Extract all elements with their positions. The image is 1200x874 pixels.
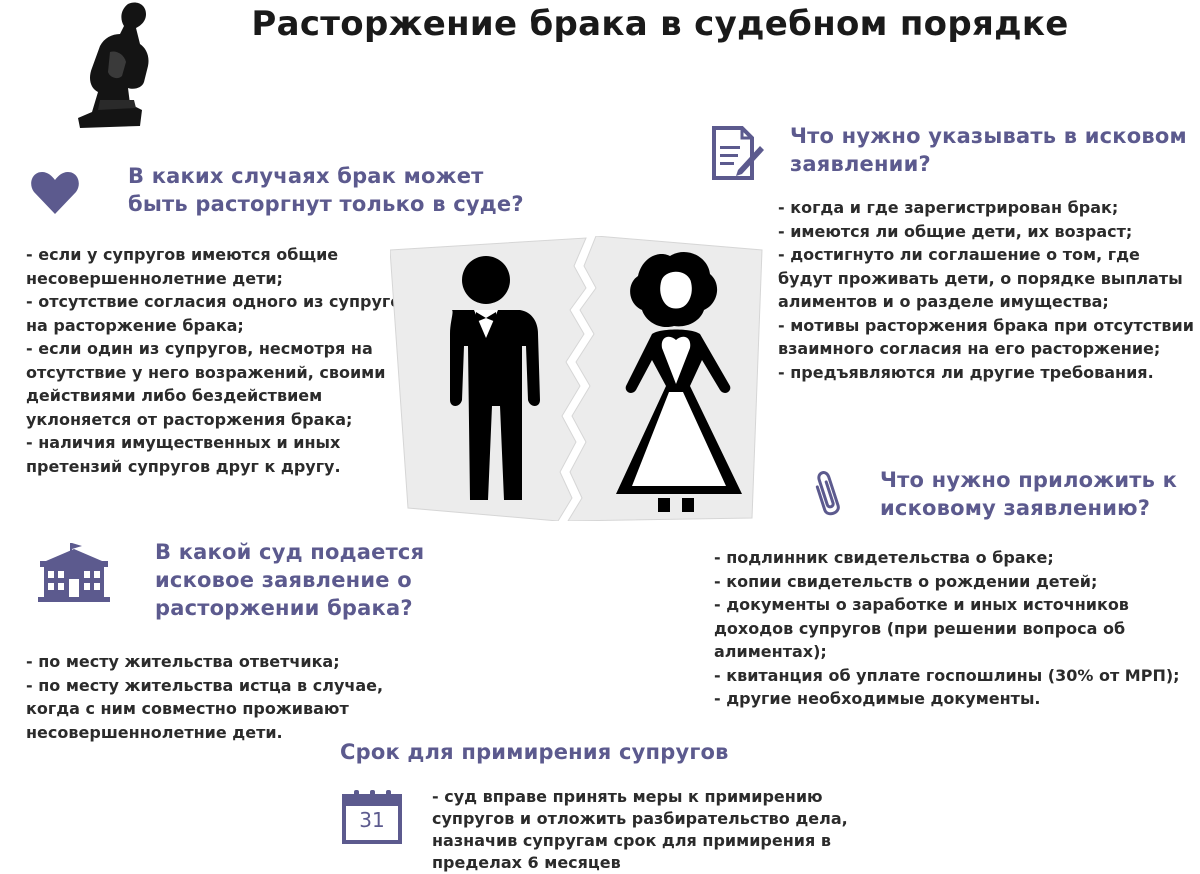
- page-title: Расторжение брака в судебном порядке: [251, 4, 1069, 44]
- cases-heading: В каких случаях брак может быть расторгн…: [128, 164, 524, 216]
- document-pen-icon: [712, 126, 764, 180]
- claim-text: - когда и где зарегистрирован брак; - им…: [778, 198, 1194, 382]
- thinker-statue-icon: [78, 2, 149, 129]
- heart-icon: [31, 172, 79, 214]
- broken-photo-bride-groom: [390, 236, 763, 521]
- reconcile-heading: Срок для примирения супругов: [340, 740, 729, 764]
- court-text: - по месту жительства ответчика; - по ме…: [26, 652, 384, 742]
- paperclip-icon: [815, 471, 840, 516]
- court-heading: В какой суд подается исковое заявление о…: [155, 540, 425, 620]
- cases-text: - если у супругов имеются общие несоверш…: [26, 245, 412, 476]
- calendar-day-number: 31: [359, 808, 385, 832]
- claim-heading: Что нужно указывать в исковом заявлении?: [790, 124, 1187, 176]
- courthouse-icon: [38, 543, 110, 602]
- attach-heading: Что нужно приложить к исковому заявлению…: [880, 468, 1178, 520]
- attach-text: - подлинник свидетельства о браке; - коп…: [714, 548, 1180, 708]
- reconcile-text: - суд вправе принять меры к примирению с…: [432, 787, 848, 872]
- calendar-icon: [342, 790, 402, 844]
